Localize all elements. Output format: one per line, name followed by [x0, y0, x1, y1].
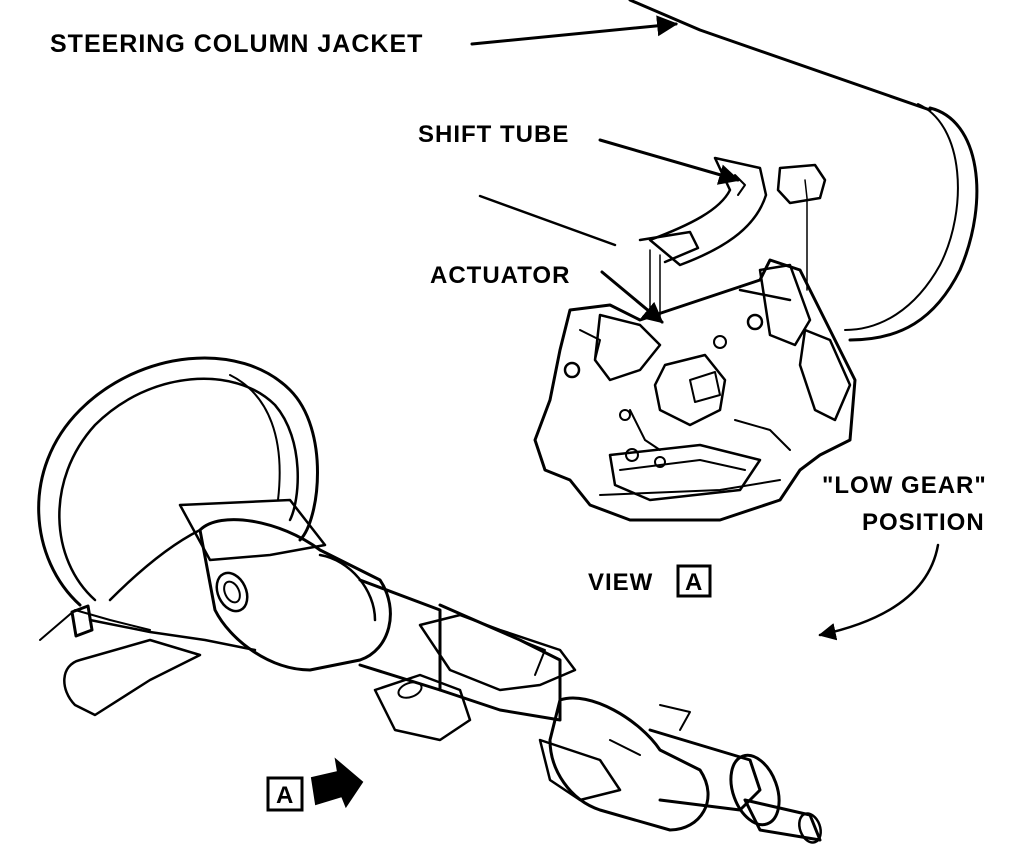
arrow-steering-column-jacket	[470, 15, 679, 46]
arrow-shift-tube	[598, 138, 741, 185]
callout-a-letter: A	[276, 782, 294, 809]
label-low-gear-line1: "LOW GEAR"	[822, 472, 987, 499]
view-a-box	[676, 564, 712, 598]
view-a-letter: A	[685, 569, 703, 596]
steering-column	[198, 518, 822, 844]
arrow-low-gear-position	[818, 543, 940, 641]
callout-a-arrow	[310, 757, 364, 809]
label-shift-tube: SHIFT TUBE	[418, 121, 569, 148]
callout-a-box	[266, 776, 304, 812]
actuator-assembly	[533, 258, 857, 522]
label-steering-column-jacket: STEERING COLUMN JACKET	[50, 30, 423, 58]
shift-tube	[638, 156, 827, 321]
label-view: VIEW	[588, 569, 653, 596]
arrow-actuator	[600, 270, 664, 324]
label-low-gear-line2: POSITION	[862, 509, 985, 536]
label-actuator: ACTUATOR	[430, 262, 570, 289]
steering-wheel	[37, 356, 327, 717]
